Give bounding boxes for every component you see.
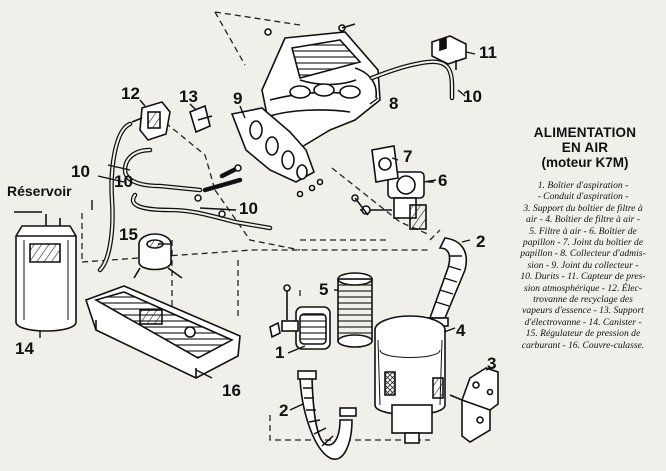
- label-10-top: 10: [463, 87, 482, 106]
- part-2-lower-hose: [297, 370, 357, 460]
- label-4: 4: [456, 321, 466, 340]
- part-14-canister: [15, 214, 77, 332]
- legend-line: sion - 9. Joint du collecteur -: [527, 259, 639, 271]
- part-4-filter-box: [374, 315, 446, 444]
- title-line-3: (moteur K7M): [541, 155, 629, 170]
- legend-line: trovanne de recyclage des: [533, 294, 633, 306]
- label-12: 12: [121, 84, 140, 103]
- part-8-intake-manifold: [261, 23, 381, 151]
- label-3: 3: [487, 354, 497, 373]
- title-line-2: EN AIR: [561, 140, 609, 155]
- legend-line: 1. Boîtier d'aspiration -: [537, 180, 629, 191]
- label-10-right: 10: [239, 199, 258, 218]
- part-11-pressure-sensor: [431, 35, 467, 70]
- part-7-throttle-gasket: [371, 145, 399, 183]
- label-10-left: 10: [71, 162, 90, 181]
- label-9: 9: [233, 89, 243, 108]
- label-2-lower: 2: [279, 401, 289, 420]
- label-10-mid: 10: [114, 172, 133, 191]
- legend-line: papillon - 7. Joint du boîtier de: [522, 237, 644, 249]
- legend-line: sion atmosphérique - 12. Élec-: [523, 282, 643, 294]
- part-3-bracket: [449, 367, 499, 443]
- part-5-filter-element: [337, 272, 373, 348]
- legend: 1. Boîtier d'aspiration - - Conduit d'as…: [506, 180, 660, 351]
- fasteners: [194, 164, 369, 218]
- label-5: 5: [319, 280, 329, 299]
- label-8: 8: [389, 94, 399, 113]
- title-line-1: ALIMENTATION: [533, 125, 637, 140]
- legend-line: air - 4. Boîtier de filtre à air -: [526, 214, 640, 226]
- legend-line: d'électrovanne - 14. Canister -: [524, 316, 642, 328]
- label-7: 7: [403, 147, 413, 166]
- label-16: 16: [222, 381, 241, 400]
- label-14: 14: [15, 339, 34, 358]
- label-15: 15: [119, 225, 138, 244]
- label-6: 6: [438, 171, 448, 190]
- legend-line: 15. Régulateur de pression de: [525, 328, 641, 340]
- label-leaders: [14, 51, 497, 411]
- part-1-intake-box: [269, 284, 331, 350]
- title-block: ALIMENTATION EN AIR (moteur K7M): [506, 125, 664, 170]
- part-10-hose-inner: [99, 60, 453, 271]
- legend-line: vapeurs d'essence - 13. Support: [522, 305, 644, 317]
- label-13: 13: [179, 87, 198, 106]
- legend-line: 3. Support du boîtier de filtre à: [523, 202, 643, 214]
- part-15-pressure-regulator: [133, 233, 183, 279]
- label-reservoir: Réservoir: [7, 183, 72, 199]
- part-12-solenoid-valve: [131, 101, 171, 141]
- legend-line: 5. Filtre à air - 6. Boîtier de: [529, 225, 637, 237]
- part-9-manifold-gasket: [230, 107, 324, 198]
- part-13-support: [189, 104, 213, 134]
- label-2-upper: 2: [476, 232, 486, 251]
- part-2-upper-hose: [425, 237, 467, 327]
- legend-line: papillon - 8. Collecteur d'admis-: [520, 248, 646, 260]
- label-11: 11: [479, 43, 497, 62]
- part-6-throttle-body: [360, 171, 437, 230]
- label-1: 1: [275, 343, 285, 362]
- part-16-head-cover: [84, 285, 241, 379]
- legend-line: carburant - 16. Couvre-culasse.: [521, 339, 645, 351]
- legend-line: 10. Durits - 11. Capteur de pres-: [520, 271, 646, 283]
- legend-line: - Conduit d'aspiration -: [537, 191, 629, 203]
